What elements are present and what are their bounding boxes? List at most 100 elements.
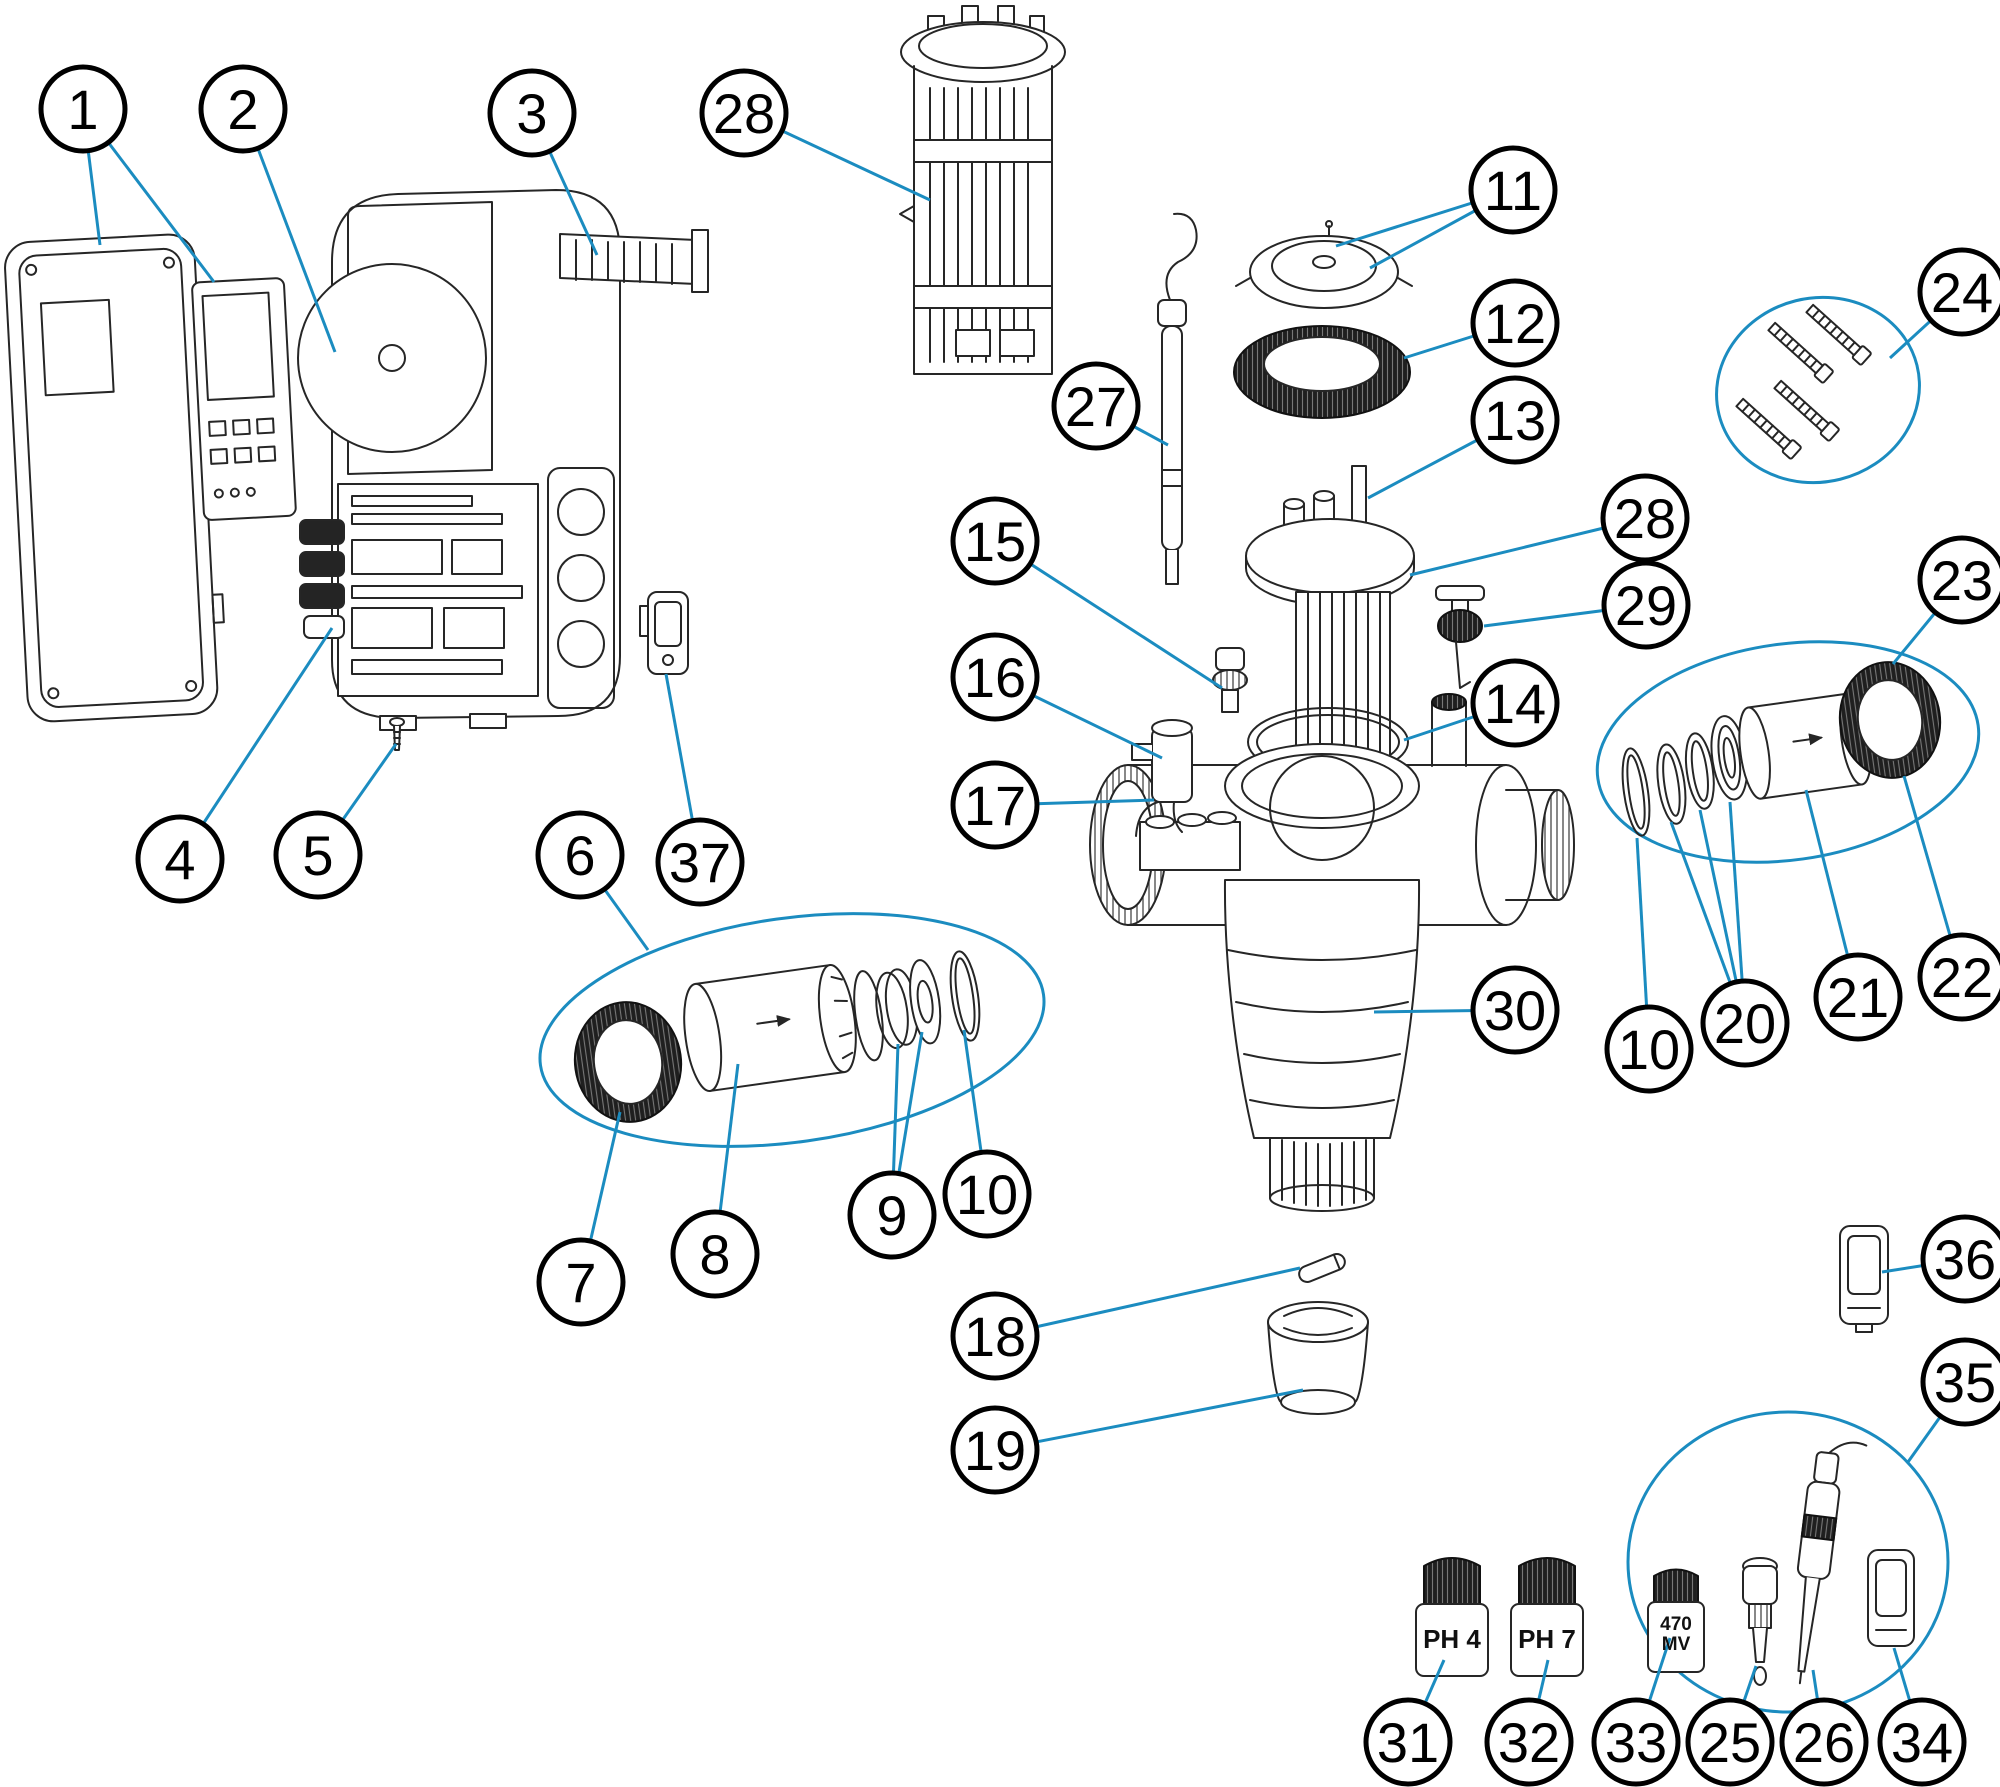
bleed-valve-drawing xyxy=(1435,585,1485,689)
callout-29: 29 xyxy=(1601,560,1691,650)
callout-circle-18 xyxy=(950,1291,1040,1381)
electrode-cap-drawing xyxy=(1742,1557,1778,1686)
callout-number: 35 xyxy=(1934,1351,1996,1414)
callout-32: 32 xyxy=(1484,1697,1574,1787)
callout-24: 24 xyxy=(1917,247,2000,337)
leader-line-18 xyxy=(994,1266,1301,1338)
callout-4: 4 xyxy=(135,814,225,904)
callout-11: 11 xyxy=(1468,145,1558,235)
callout-circle-24 xyxy=(1917,247,2000,337)
callout-20: 20 xyxy=(1700,978,1790,1068)
calibration-bottle-ph7-drawing xyxy=(1510,1557,1584,1677)
callout-circle-8 xyxy=(670,1209,760,1299)
callout-number: 1 xyxy=(67,78,98,141)
callout-circle-22 xyxy=(1917,932,2000,1022)
callout-number: 26 xyxy=(1793,1711,1855,1774)
callout-circle-19 xyxy=(950,1405,1040,1495)
filter-group-right-drawing xyxy=(1595,640,1981,864)
callout-circle-35 xyxy=(1920,1337,2000,1427)
callout-number: 11 xyxy=(1484,159,1542,222)
display-board-drawing xyxy=(191,277,297,521)
callout-35: 35 xyxy=(1920,1337,2000,1427)
callout-7: 7 xyxy=(536,1237,626,1327)
callout-number: 28 xyxy=(713,82,775,145)
callout-5: 5 xyxy=(273,810,363,900)
probe-drawing xyxy=(1157,212,1198,585)
callout-27: 27 xyxy=(1051,361,1141,451)
callout-25: 25 xyxy=(1685,1697,1775,1787)
line-art-layer xyxy=(4,5,1981,1714)
callout-number: 6 xyxy=(564,824,595,887)
callout-number: 27 xyxy=(1065,375,1127,438)
callout-3: 3 xyxy=(487,68,577,158)
leader-line-15 xyxy=(994,539,1223,690)
callout-number: 25 xyxy=(1699,1711,1761,1774)
electrode-assembly-drawing xyxy=(1245,465,1415,775)
chlorinator-body-drawing xyxy=(1089,693,1575,1212)
callout-circle-28 xyxy=(699,68,789,158)
callout-number: 16 xyxy=(964,646,1026,709)
callout-33: 33 xyxy=(1591,1697,1681,1787)
screw-kit-drawing xyxy=(1715,295,1921,485)
closing-cap-drawing xyxy=(1267,1301,1369,1415)
callout-number: 32 xyxy=(1498,1711,1560,1774)
callout-circle-28 xyxy=(1600,473,1690,563)
callout-number: 34 xyxy=(1891,1711,1953,1774)
callout-28: 28 xyxy=(699,68,789,158)
callout-number: 14 xyxy=(1484,672,1546,735)
callout-19: 19 xyxy=(950,1405,1040,1495)
callout-number: 23 xyxy=(1931,549,1993,612)
callout-number: 31 xyxy=(1377,1711,1439,1774)
cell-lid-drawing xyxy=(1235,220,1413,309)
callout-22: 22 xyxy=(1917,932,2000,1022)
pin-drawing xyxy=(1298,1253,1346,1283)
callout-circle-15 xyxy=(950,496,1040,586)
redox-electrode-drawing xyxy=(1796,1441,1868,1685)
screw-small-drawing xyxy=(389,717,405,751)
callout-18: 18 xyxy=(950,1291,1040,1381)
callout-circle-37 xyxy=(655,817,745,907)
callout-number: 30 xyxy=(1484,979,1546,1042)
part-label: PH 4 xyxy=(1423,1624,1481,1654)
part-label: MV xyxy=(1662,1634,1691,1655)
callout-number: 17 xyxy=(964,774,1026,837)
callout-2: 2 xyxy=(198,64,288,154)
callout-circle-16 xyxy=(950,632,1040,722)
callout-circle-25 xyxy=(1685,1697,1775,1787)
callout-circle-13 xyxy=(1470,375,1560,465)
callout-number: 12 xyxy=(1484,292,1546,355)
callout-31: 31 xyxy=(1363,1697,1453,1787)
leader-line-4 xyxy=(178,627,334,860)
callout-number: 13 xyxy=(1484,389,1546,452)
callout-16: 16 xyxy=(950,632,1040,722)
callout-circle-31 xyxy=(1363,1697,1453,1787)
callout-circle-1 xyxy=(38,64,128,154)
callout-circle-36 xyxy=(1920,1214,2000,1304)
callout-circle-30 xyxy=(1470,965,1560,1055)
callout-23: 23 xyxy=(1917,535,2000,625)
callout-37: 37 xyxy=(655,817,745,907)
callout-number: 5 xyxy=(302,824,333,887)
callout-13: 13 xyxy=(1470,375,1560,465)
callout-number: 24 xyxy=(1931,261,1993,324)
callout-number: 20 xyxy=(1714,992,1776,1055)
inlet-fittings-drawing xyxy=(1131,647,1248,871)
callout-circle-27 xyxy=(1051,361,1141,451)
callout-circle-10 xyxy=(1604,1004,1694,1094)
callout-number: 10 xyxy=(956,1163,1018,1226)
callout-36: 36 xyxy=(1920,1214,2000,1304)
callout-10: 10 xyxy=(942,1149,1032,1239)
callout-number: 36 xyxy=(1934,1228,1996,1291)
filter-group-left-drawing xyxy=(538,912,1046,1148)
callout-30: 30 xyxy=(1470,965,1560,1055)
callout-number: 15 xyxy=(964,510,1026,573)
callout-number: 8 xyxy=(699,1223,730,1286)
callout-number: 10 xyxy=(1618,1018,1680,1081)
callout-circle-21 xyxy=(1813,952,1903,1042)
callout-21: 21 xyxy=(1813,952,1903,1042)
part-label: 470 xyxy=(1660,1614,1692,1635)
callout-circle-10 xyxy=(942,1149,1032,1239)
callout-circle-12 xyxy=(1470,278,1560,368)
power-module-drawing xyxy=(297,189,621,731)
callout-number: 2 xyxy=(227,78,258,141)
